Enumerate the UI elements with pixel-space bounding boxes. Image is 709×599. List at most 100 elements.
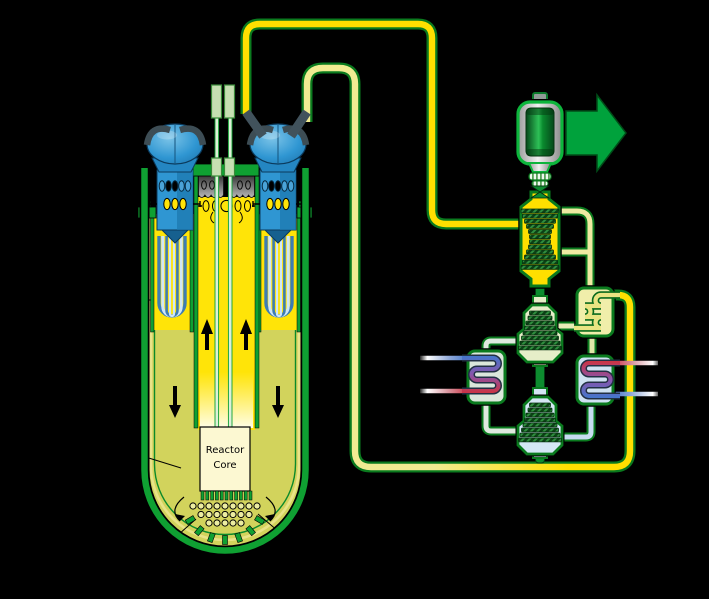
hx-channel-wall [150,213,155,333]
perforation-hole [178,180,185,192]
precooler-compressor-pipe [558,402,594,440]
blade-bar [524,325,556,331]
vessel-wall [141,168,309,554]
support-chip [234,532,243,544]
riser-wall [193,175,199,429]
perforation-hole [184,180,192,192]
return-elbow [287,109,311,139]
generator-rotor [525,107,555,157]
pump-horn-right [179,125,207,146]
inlet-holes [189,502,261,527]
grid-tooth [210,490,214,501]
compressor-blade-stack [518,402,562,443]
pump-horn-left [143,125,171,146]
compressor-upper [515,295,565,367]
blade-bar [519,432,561,438]
support-chip [245,525,256,537]
inlet-hole [221,510,229,519]
core-box [199,426,251,492]
inlet-hole [253,502,261,510]
perforation-hole [158,180,166,192]
inlet-hole [205,519,213,527]
inlet-hole [237,519,245,527]
grid-tooth [219,490,224,501]
hx-channel-wall [296,213,301,333]
inlet-hole [229,502,237,510]
flow-tick [149,201,201,207]
blade-bar [524,254,556,260]
grid-tooth [239,490,243,501]
perforation-hole [261,180,269,192]
power-conversion-system [462,92,627,464]
reactor-core: Reactor Core [199,426,251,492]
rotor-band [526,149,554,156]
coolant-piping [240,18,636,473]
grid-tooth [205,490,210,501]
blade-bar [521,427,559,433]
blade-bar [518,345,562,351]
perforation-hole [266,197,274,211]
grid-tooth [215,490,219,501]
pump-perforations [149,180,201,211]
blade-bar [522,330,558,336]
turbine-blade-stack [520,208,560,270]
shield-plugs [198,175,255,198]
shaft-coupling [531,180,549,187]
inlet-hole [205,502,213,510]
grid-tooth [243,490,248,501]
perforation-hole [287,180,295,192]
inlet-hole [213,519,221,527]
support-chip [184,515,196,525]
inlet-hole [213,510,221,519]
riser-wall [254,175,260,429]
hx-channel-wall [189,213,194,333]
inlet-hole [221,519,229,527]
bottom-flow-arrows [174,496,276,522]
dome-highlight [157,130,177,140]
reactor-vessel: Reactor Core [137,84,313,559]
blade-bar [522,259,558,265]
perforation-hole [171,180,179,192]
blade-bar [524,417,556,423]
grid-tooth [224,490,229,501]
blade-bar [522,422,558,428]
perforation-hole [282,197,290,211]
shaft-coupling [528,172,552,181]
cold-return-pipe [303,64,634,471]
blade-bar [520,208,560,214]
inlet-hole [229,510,237,519]
precooler [574,353,620,407]
core-heat-glow [200,372,253,428]
blade-bar [525,412,555,418]
grid-tooth [229,490,234,501]
pump-perforations [252,180,304,211]
lower-compressor-intercooler-pipe [483,402,521,434]
blade-bar [518,437,562,443]
u-tube-bundle [157,236,187,318]
blade-bar [522,213,558,219]
inlet-hole [221,502,229,510]
intercooler [462,348,508,406]
recuperator [574,285,620,339]
blade-bar [529,239,551,245]
rotor-band [526,108,554,115]
blade-bar [520,264,560,270]
generator [515,92,565,199]
precooler-coil [581,361,620,398]
inlet-hole [237,502,245,510]
blade-bar [529,310,551,316]
perforation-hole [268,180,275,192]
intercooler-coil [462,356,501,393]
grid-tooth [234,490,238,501]
perforation-hole [274,180,282,192]
support-chip [194,525,205,537]
perforation-hole [171,197,179,211]
vessel-liner [153,216,297,536]
blade-bar [527,315,553,321]
flow-tick [252,201,304,207]
rod-coupler [210,157,223,177]
compressor-lower [515,387,565,459]
blade-bar [519,340,561,346]
supply-elbow [242,109,267,139]
